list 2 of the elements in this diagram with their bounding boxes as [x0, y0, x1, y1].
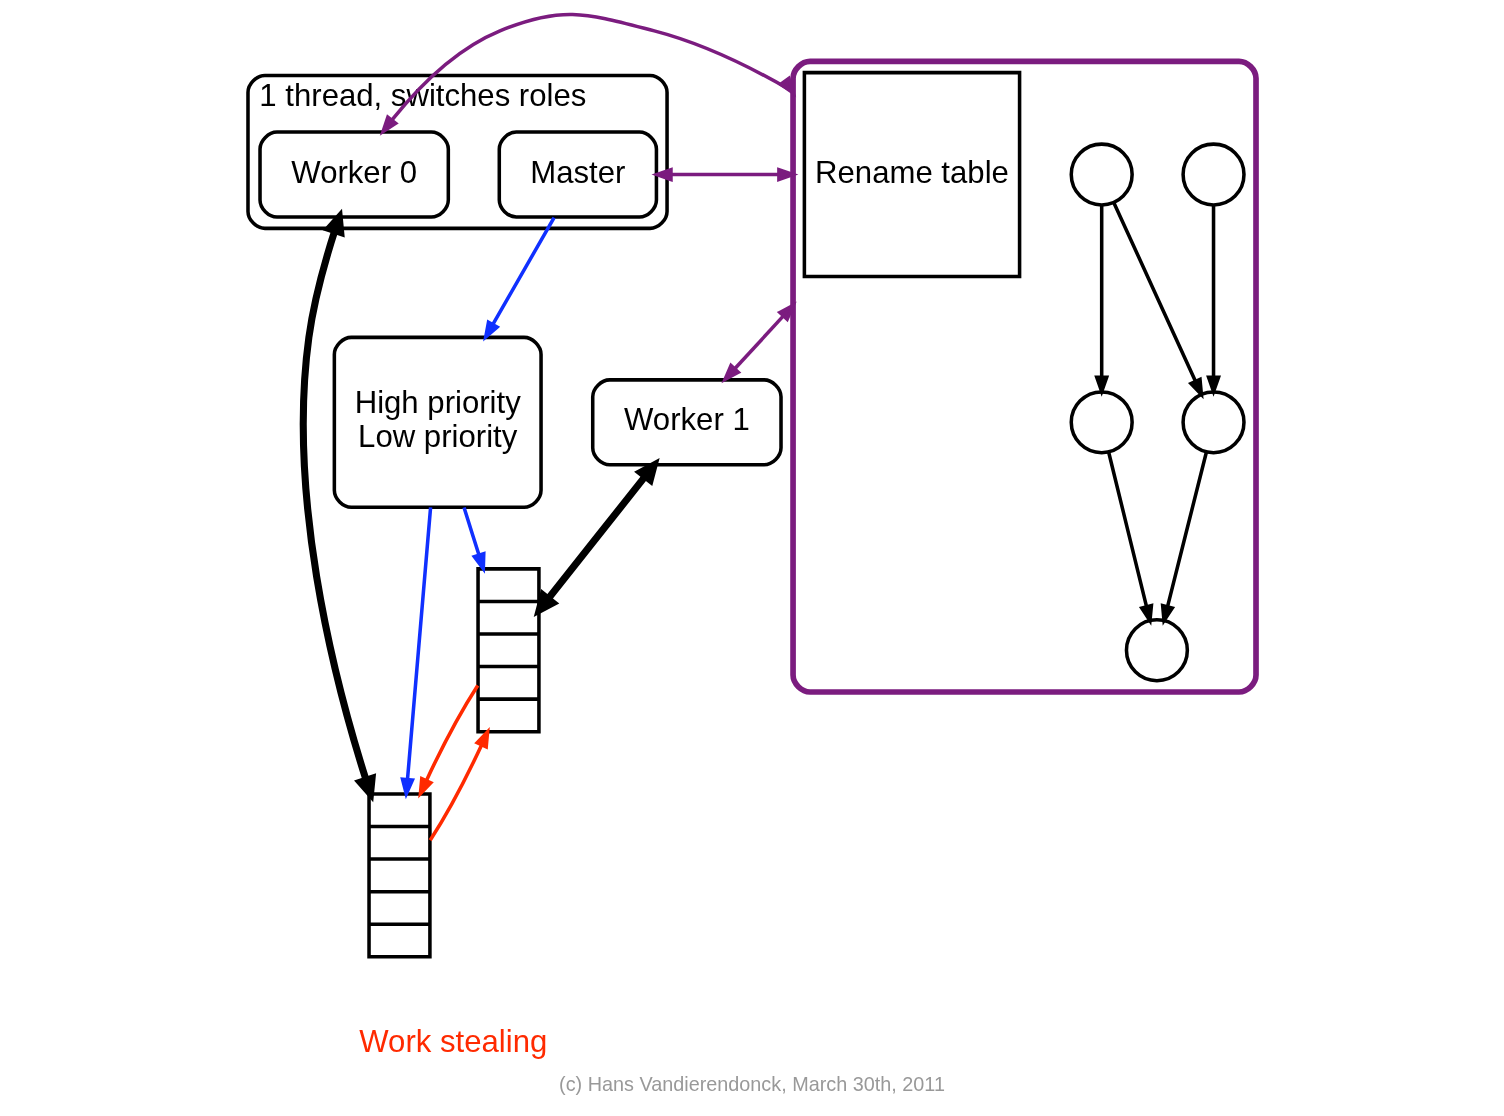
caption: (c) Hans Vandierendonck, March 30th, 2011 [559, 1072, 945, 1095]
label: Work stealing [359, 1023, 548, 1059]
